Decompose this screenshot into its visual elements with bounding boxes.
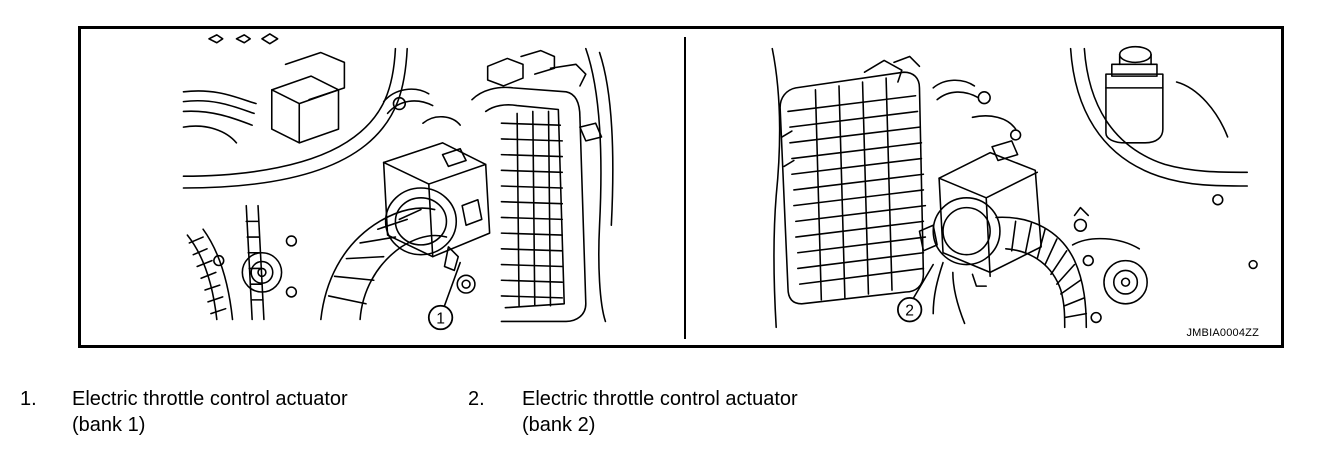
callout-labels-layer: 1 2 bbox=[436, 303, 914, 328]
legend-number: 2. bbox=[468, 388, 485, 410]
legend-line-1: Electric throttle control actuator bbox=[522, 388, 798, 410]
legend-line-2: (bank 1) bbox=[72, 414, 146, 436]
figure-code: JMBIA0004ZZ bbox=[1186, 327, 1259, 339]
right-panel-drawing bbox=[771, 45, 1258, 329]
engine-line-drawing bbox=[182, 33, 1258, 331]
callout-label-1: 1 bbox=[436, 310, 445, 327]
legend-number: 1. bbox=[20, 388, 37, 410]
legend-description: Electric throttle control actuator (bank… bbox=[522, 386, 798, 438]
legend-line-2: (bank 2) bbox=[522, 414, 596, 436]
legend-description: Electric throttle control actuator (bank… bbox=[72, 386, 348, 438]
callout-label-2: 2 bbox=[905, 303, 914, 320]
engine-illustration-frame: 1 2 JMBIA0004ZZ bbox=[78, 26, 1284, 348]
panel-divider bbox=[684, 37, 686, 339]
legend-line-1: Electric throttle control actuator bbox=[72, 388, 348, 410]
left-panel-drawing bbox=[182, 33, 614, 331]
